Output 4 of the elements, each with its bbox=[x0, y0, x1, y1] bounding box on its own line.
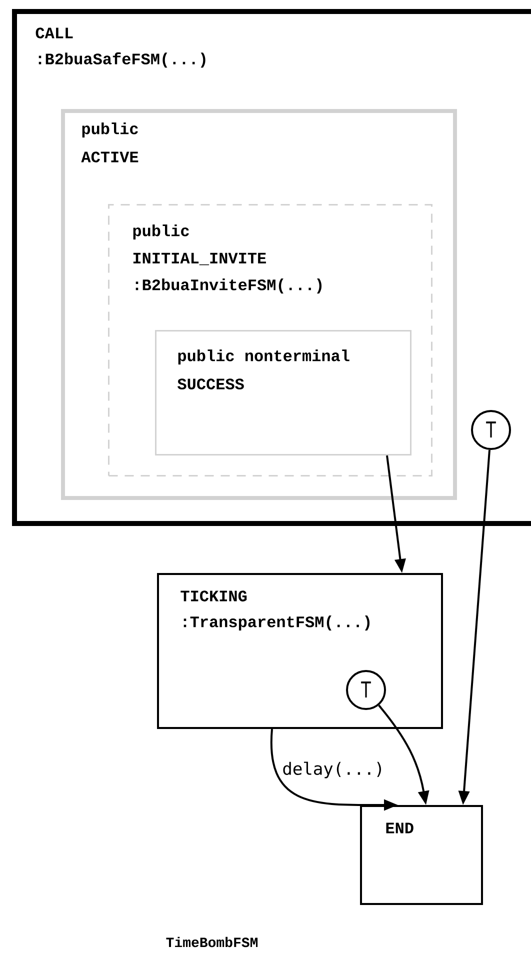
state-box: public nonterminal SUCCESS bbox=[155, 330, 412, 456]
caption: TimeBombFSM bbox=[166, 936, 258, 948]
edge-label: delay(...) bbox=[281, 760, 386, 780]
state-box: END bbox=[360, 805, 483, 905]
